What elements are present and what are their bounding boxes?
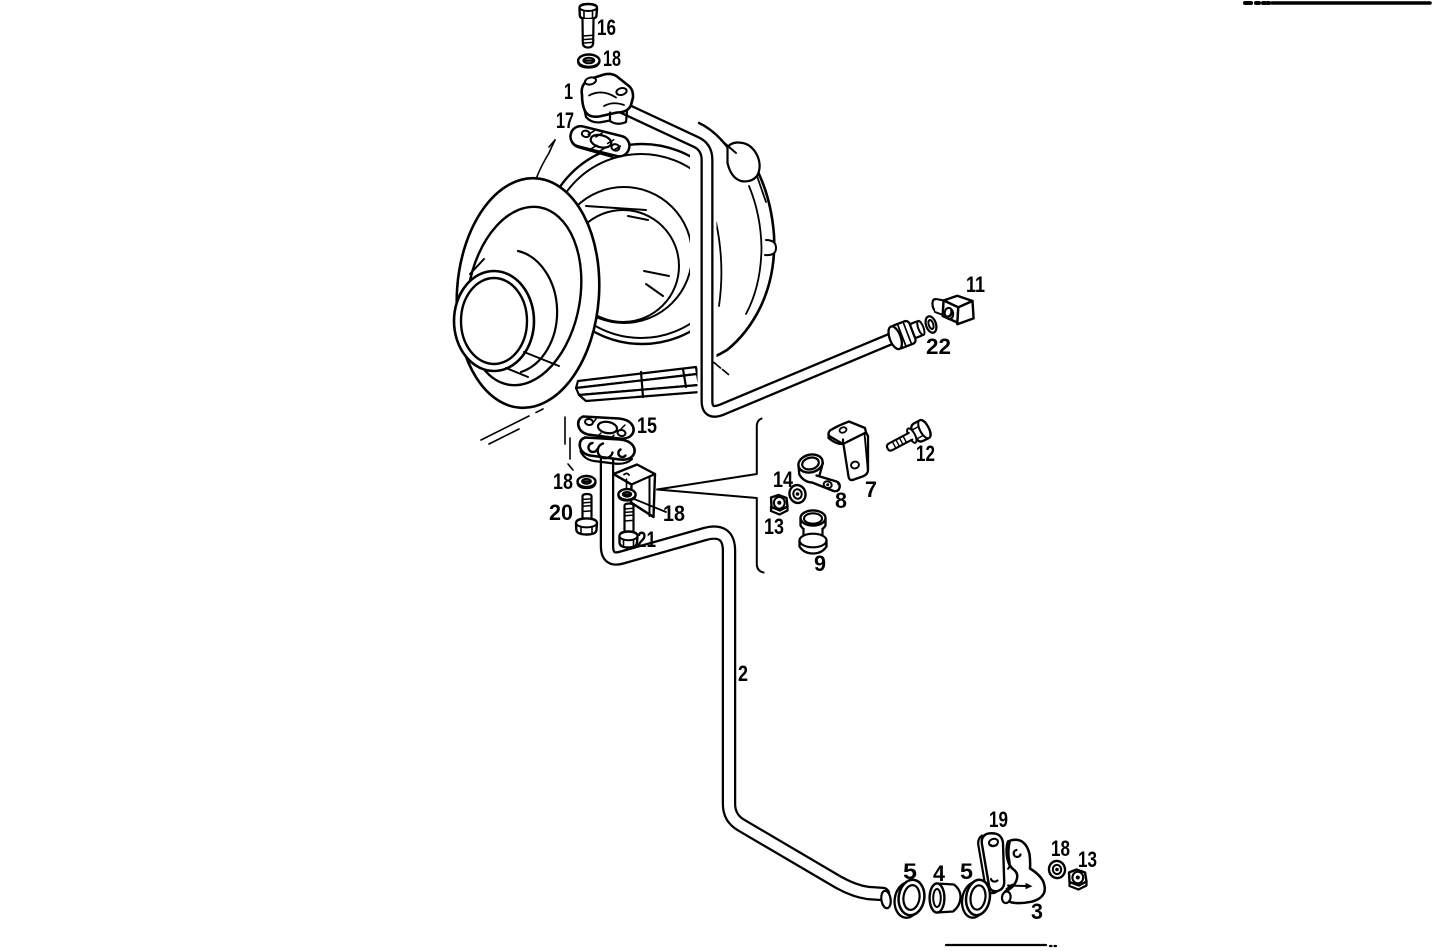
gasket-17 [569,124,631,158]
part-callout-13: 13 [764,514,784,539]
flange-19 [977,832,1006,895]
part-callout-5: 5 [903,859,917,884]
gasket-15 [576,415,635,440]
part-callout-9: 9 [814,551,826,576]
part-callout-3: 3 [1031,899,1043,924]
seal-ring-5-left [893,878,926,919]
part-callout-16: 16 [597,15,616,40]
bracket-7 [827,420,870,482]
spacer-bush-9 [798,509,828,555]
part-callout-12: 12 [916,441,935,466]
connector-block-11 [931,294,975,326]
part-callout-22: 22 [926,334,951,359]
drain-flange [578,436,636,465]
detail-brace [656,417,765,574]
oil-feed-union-1 [580,72,635,125]
bolt-12 [885,418,932,452]
part-callout-13: 13 [1078,847,1097,872]
part-callout-11: 11 [966,272,985,297]
washer-18-bracket [617,487,637,502]
washer-18-top [576,53,601,69]
leader-18c [633,498,667,513]
hex-nut-13-bottom [1067,868,1088,891]
washer-18-left [576,474,597,490]
part-callout-21: 21 [637,527,656,552]
part-callout-18: 18 [1051,836,1070,861]
seal-ring-5-right [960,878,992,919]
pipe-union-nut [887,319,926,351]
part-callout-8: 8 [835,488,847,513]
part-callout-7: 7 [865,477,877,502]
bottom-border-fragment [944,943,1058,948]
washer-14 [788,483,807,505]
part-callout-19: 19 [989,807,1008,832]
part-callout-20: 20 [549,500,573,525]
hex-nut-13 [769,493,789,516]
part-callout-17: 17 [556,108,574,133]
part-callout-1: 1 [564,79,573,104]
washer-18-bottom [1047,859,1067,880]
stud-ghost-lines [564,416,574,471]
part-callout-2: 2 [738,661,748,686]
hex-bolt-16 [578,2,599,49]
part-callout-5: 5 [960,859,973,884]
spacer-4 [928,882,962,914]
elbow-3 [1000,838,1047,905]
oil-feed-pipe [611,97,903,421]
part-callout-18: 18 [663,501,685,526]
part-callout-14: 14 [773,467,794,492]
exhaust-flange-ghost-dashes [713,361,730,376]
part-callout-18: 18 [603,46,621,71]
mounting-surface-ghost-lines [480,408,544,445]
pipe-clamp-8 [797,453,842,493]
part-callout-4: 4 [933,861,946,886]
oil-return-pipe-2 [597,442,893,910]
compressor-housing [452,139,601,410]
bolt-20 [574,492,599,536]
washer-22 [924,315,938,334]
part-callout-15: 15 [637,413,657,438]
bolt-21 [618,502,639,549]
part-callout-18: 18 [553,469,573,494]
